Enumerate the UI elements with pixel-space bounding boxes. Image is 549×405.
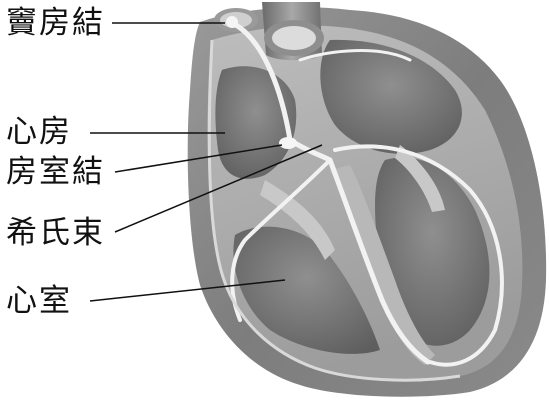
label-atrium: 心房 bbox=[6, 117, 72, 148]
av-node bbox=[279, 137, 297, 149]
label-bundle-of-his: 希氏束 bbox=[6, 218, 105, 249]
sa-node bbox=[226, 16, 238, 28]
label-ventricle: 心室 bbox=[6, 286, 72, 317]
label-av-node: 房室結 bbox=[6, 157, 105, 188]
aorta-lumen bbox=[272, 26, 316, 50]
label-sa-node: 竇房結 bbox=[6, 8, 105, 39]
